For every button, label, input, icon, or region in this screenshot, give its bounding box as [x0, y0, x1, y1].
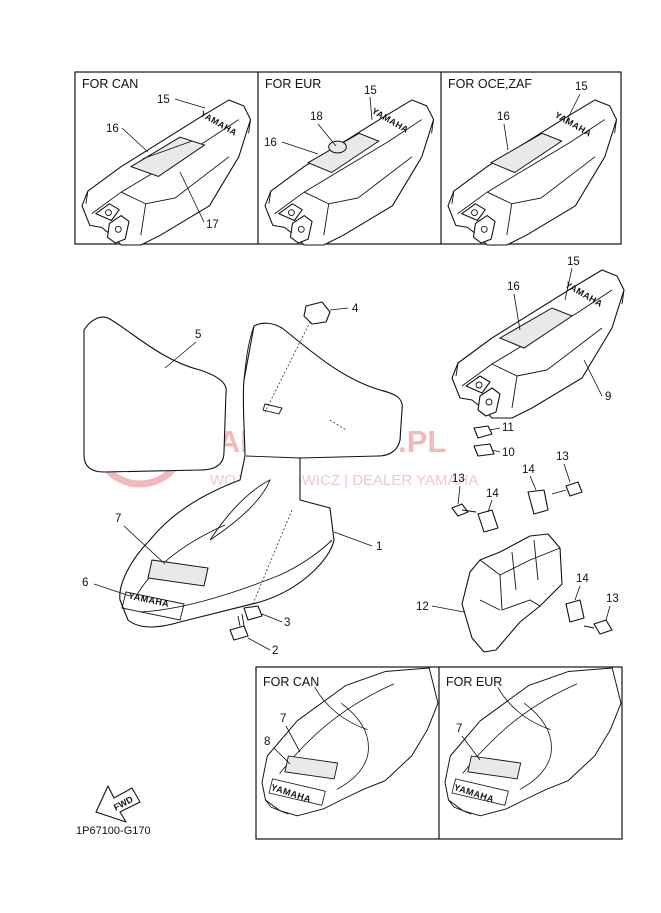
clip-14a: [477, 509, 499, 533]
bolt-13a: [451, 503, 469, 517]
callout-11: 11: [502, 422, 514, 434]
callout-15: 15: [364, 85, 377, 97]
fwd-arrow: FWD: [95, 785, 141, 823]
inset-title-bottom-can: FOR CAN: [263, 675, 319, 689]
callout-15: 15: [575, 81, 588, 93]
tail-fender-oce: YAMAHA: [447, 99, 618, 246]
decal-7: [147, 559, 209, 587]
callout-7: 7: [456, 723, 462, 735]
callout-1: 1: [376, 541, 382, 553]
bolt-13c: [593, 619, 613, 635]
front-fender-can: [261, 667, 439, 817]
callout-14: 14: [522, 464, 535, 476]
callout-9: 9: [605, 391, 611, 403]
callout-15: 15: [567, 256, 580, 268]
top-insets: FOR CAN FOR EUR FOR OCE,ZAF YAMAHA YAMAH…: [74, 71, 622, 246]
clip-14b: [527, 489, 549, 515]
callout-12: 12: [416, 601, 429, 613]
bolt-10: [473, 443, 495, 457]
collar-3: [243, 605, 263, 621]
inset-title-top-can: FOR CAN: [82, 77, 138, 91]
callout-16: 16: [106, 123, 119, 135]
callout-10: 10: [502, 447, 515, 459]
callout-7: 7: [280, 713, 286, 725]
bolt-2: [229, 625, 249, 641]
bottom-insets: FOR CAN FOR EUR YAMAHA YAMAHA 7 8 7: [255, 666, 623, 840]
callout-14: 14: [486, 488, 499, 500]
nut-11: [473, 425, 493, 439]
callout-18: 18: [310, 111, 323, 123]
bolt-13b: [565, 481, 583, 497]
tail-fender-eur: YAMAHA: [264, 99, 435, 246]
grommet-4: [303, 301, 331, 325]
diagram-code: 1P67100-G170: [76, 825, 151, 837]
callout-16: 16: [497, 111, 510, 123]
callout-15: 15: [157, 94, 170, 106]
front-fender-eur: [444, 667, 622, 817]
callout-16: 16: [264, 137, 277, 149]
callout-16: 16: [507, 281, 520, 293]
callout-7: 7: [115, 513, 121, 525]
tail-fender-main: YAMAHA: [451, 269, 625, 419]
callout-3: 3: [284, 617, 290, 629]
callout-13: 13: [606, 593, 619, 605]
inset-title-top-eur: FOR EUR: [265, 77, 321, 91]
bracket-12: [461, 533, 563, 653]
callout-6: 6: [82, 577, 88, 589]
callout-17: 17: [206, 219, 219, 231]
callout-4: 4: [352, 303, 359, 315]
callout-13: 13: [452, 473, 465, 485]
callout-5: 5: [195, 329, 201, 341]
inset-title-top-oce: FOR OCE,ZAF: [448, 77, 532, 91]
front-fairing: [119, 322, 403, 628]
number-plate: [83, 316, 227, 473]
callout-2: 2: [272, 645, 278, 657]
clip-14c: [565, 599, 585, 623]
callout-8: 8: [264, 736, 270, 748]
inset-title-bottom-eur: FOR EUR: [446, 675, 502, 689]
tail-fender-can: YAMAHA: [81, 99, 252, 246]
main-assembly: YAMAHA YAMAHA: [82, 256, 625, 657]
callout-14: 14: [576, 573, 589, 585]
callout-13: 13: [556, 451, 569, 463]
